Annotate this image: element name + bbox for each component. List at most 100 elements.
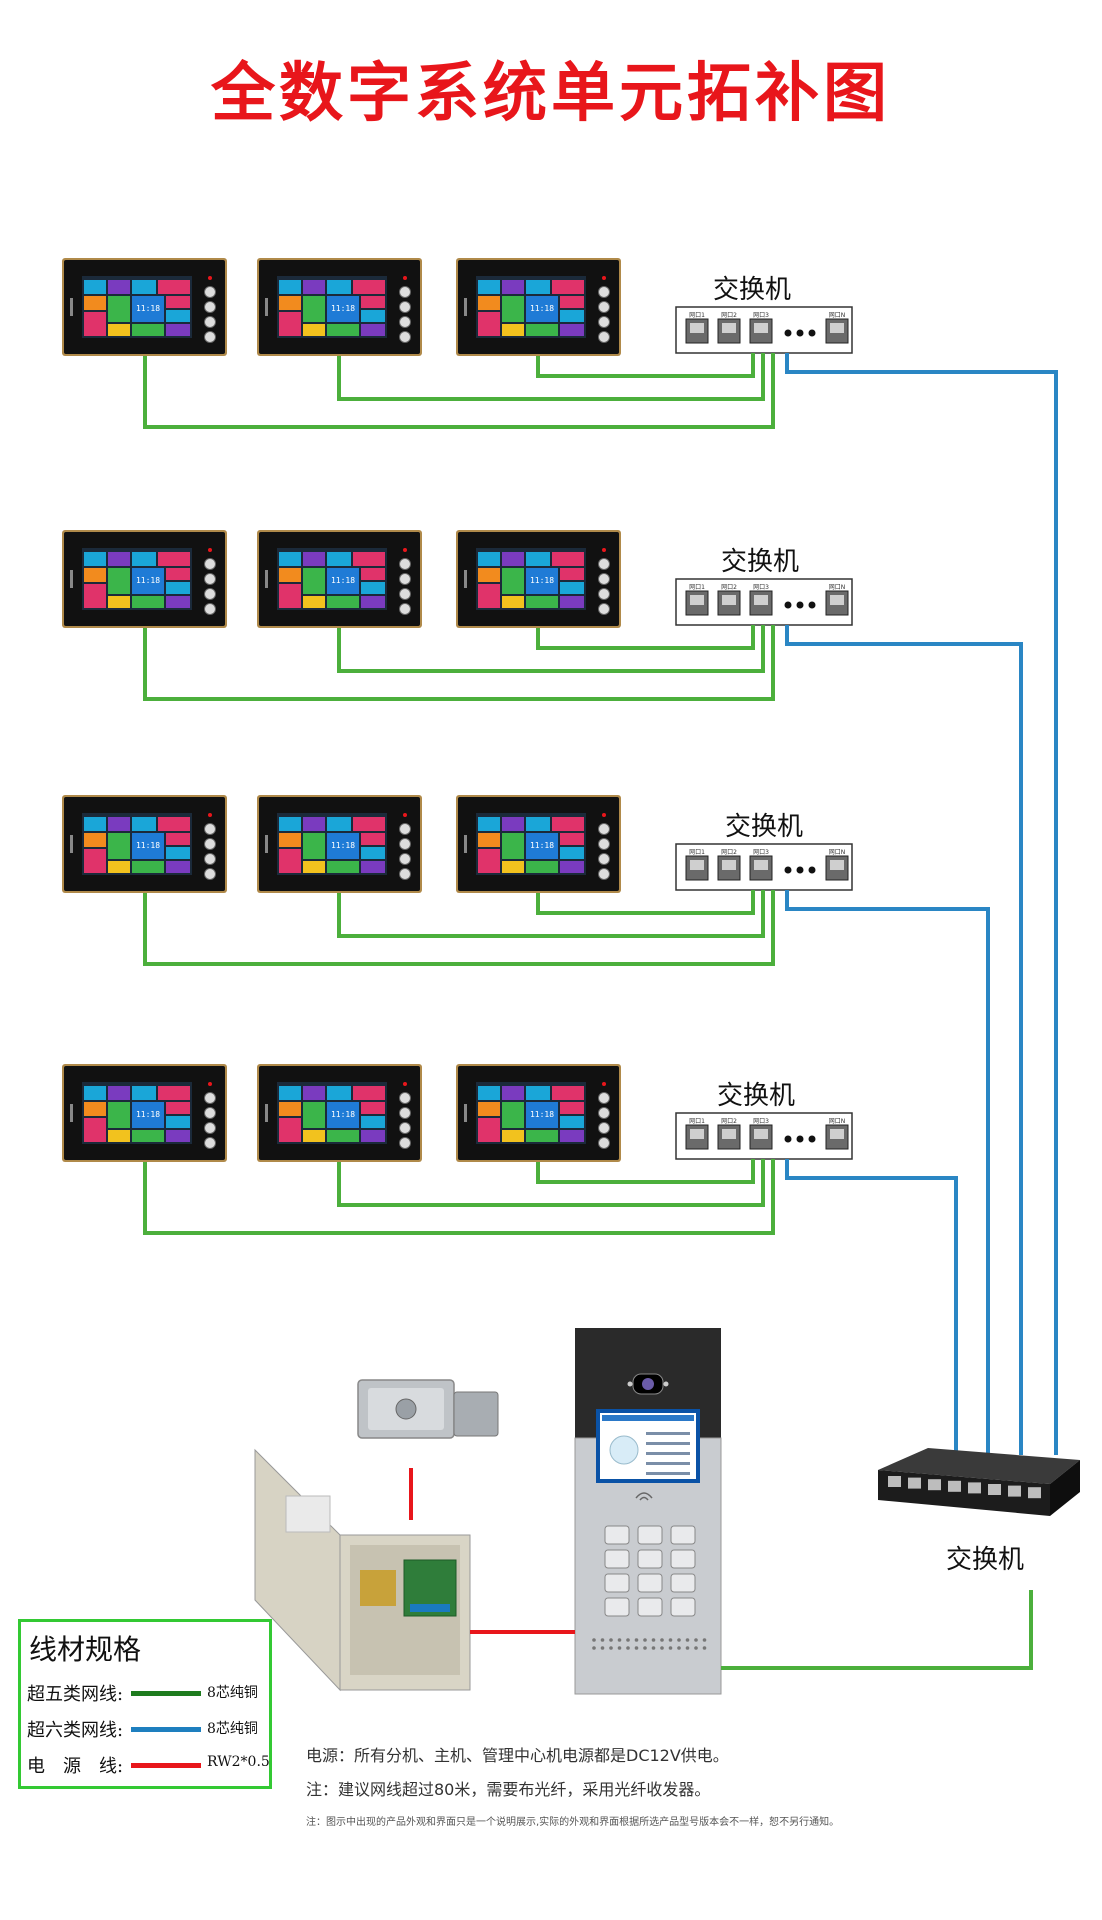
monitor-mic bbox=[464, 570, 467, 588]
legend-line-cat6 bbox=[131, 1727, 201, 1732]
monitor-clock: 11:18 bbox=[136, 1110, 160, 1119]
rj45-port-inner bbox=[722, 860, 736, 870]
monitor-tile bbox=[478, 849, 500, 873]
port-label: 网口N bbox=[829, 584, 846, 591]
monitor-tile bbox=[502, 552, 524, 566]
monitor-tile bbox=[502, 280, 524, 294]
legend-title: 线材规格 bbox=[29, 1633, 142, 1666]
screen-header bbox=[602, 1415, 694, 1421]
rj45-port-inner bbox=[754, 1129, 768, 1139]
monitor-tile bbox=[108, 552, 130, 566]
monitor-tile bbox=[303, 296, 325, 322]
monitor-tile bbox=[279, 833, 301, 847]
indoor-monitor: 11:18 bbox=[456, 258, 621, 356]
ellipsis-dot bbox=[796, 866, 804, 874]
monitor-tile bbox=[108, 1102, 130, 1128]
ellipsis-dot bbox=[808, 601, 816, 609]
switch-label: 交换机 bbox=[717, 1081, 795, 1111]
wire-spec-legend: 线材规格 超五类网线: 8芯纯铜 超六类网线: 8芯纯铜 电 源 线: RW2*… bbox=[18, 1619, 272, 1789]
monitor-tile bbox=[327, 552, 351, 566]
monitor-tile bbox=[478, 280, 500, 294]
monitor-mic bbox=[265, 835, 268, 853]
monitor-tile bbox=[560, 310, 584, 322]
port-label: 网口2 bbox=[721, 312, 737, 319]
cat5-wire bbox=[536, 353, 755, 378]
monitor-led bbox=[403, 276, 407, 280]
speaker-hole bbox=[643, 1646, 647, 1650]
monitor-clock: 11:18 bbox=[331, 1110, 355, 1119]
speaker-hole bbox=[685, 1638, 690, 1642]
monitor-tile bbox=[526, 596, 558, 608]
monitor-tile bbox=[303, 1130, 325, 1142]
speaker-hole bbox=[617, 1638, 622, 1642]
rj45-port-inner bbox=[722, 595, 736, 605]
cat5-wire bbox=[337, 353, 765, 401]
lock-cylinder bbox=[395, 1398, 417, 1420]
speaker-hole bbox=[634, 1646, 639, 1650]
monitor-tile bbox=[166, 582, 190, 594]
rj45-port-inner bbox=[722, 1129, 736, 1139]
monitor-button bbox=[399, 588, 411, 600]
monitor-tile bbox=[502, 296, 524, 322]
monitor-button bbox=[204, 1122, 216, 1134]
monitor-button bbox=[204, 573, 216, 585]
monitor-tile bbox=[478, 1118, 500, 1142]
speaker-hole bbox=[694, 1638, 698, 1642]
monitor-tile bbox=[279, 817, 301, 831]
monitor-tile bbox=[502, 568, 524, 594]
monitor-tile bbox=[84, 552, 106, 566]
speaker-hole bbox=[694, 1646, 698, 1650]
monitor-button bbox=[399, 286, 411, 298]
monitor-clock: 11:18 bbox=[331, 304, 355, 313]
rj45-port-inner bbox=[830, 595, 844, 605]
port-label: 网口1 bbox=[689, 849, 705, 856]
monitor-tile bbox=[327, 1086, 351, 1100]
rj45-port-inner bbox=[690, 595, 704, 605]
monitor-tile bbox=[303, 833, 325, 859]
port-label: 网口3 bbox=[753, 584, 769, 591]
keypad-key bbox=[604, 1573, 630, 1593]
monitor-tile bbox=[560, 324, 584, 336]
monitor-tile bbox=[502, 861, 524, 873]
monitor-tile bbox=[132, 1130, 164, 1142]
psu-transformer bbox=[360, 1570, 396, 1606]
monitor-tile bbox=[361, 861, 385, 873]
ellipsis-dot bbox=[784, 1135, 792, 1143]
main-switch-port bbox=[908, 1477, 921, 1489]
monitor-tile bbox=[526, 280, 550, 294]
cat6-wire bbox=[785, 890, 990, 1455]
speaker-hole bbox=[634, 1638, 639, 1642]
port-label: 网口2 bbox=[721, 584, 737, 591]
keypad-key bbox=[670, 1573, 696, 1593]
speaker-hole bbox=[651, 1638, 656, 1642]
monitor-button bbox=[399, 838, 411, 850]
monitor-tile bbox=[166, 324, 190, 336]
cat6-wire bbox=[785, 1159, 958, 1455]
keypad-key bbox=[670, 1549, 696, 1569]
monitor-tile bbox=[132, 1102, 164, 1128]
monitor-tile bbox=[303, 1102, 325, 1128]
rj45-port-inner bbox=[690, 1129, 704, 1139]
monitor-tile bbox=[327, 833, 359, 859]
monitor-mic bbox=[265, 570, 268, 588]
monitor-tile bbox=[478, 296, 500, 310]
port-label: 网口1 bbox=[689, 584, 705, 591]
monitor-button bbox=[399, 1122, 411, 1134]
monitor-tile bbox=[327, 1102, 359, 1128]
monitor-tile bbox=[166, 596, 190, 608]
monitor-tile bbox=[303, 552, 325, 566]
monitor-tile bbox=[560, 833, 584, 845]
rj45-port-inner bbox=[830, 860, 844, 870]
monitor-button bbox=[204, 316, 216, 328]
monitor-tile bbox=[502, 817, 524, 831]
monitor-clock: 11:18 bbox=[530, 304, 554, 313]
monitor-led bbox=[208, 276, 212, 280]
monitor-tile bbox=[478, 584, 500, 608]
monitor-tile bbox=[108, 296, 130, 322]
monitor-button bbox=[598, 1137, 610, 1149]
monitor-tile bbox=[108, 861, 130, 873]
switch-label: 交换机 bbox=[725, 812, 803, 842]
keypad-key bbox=[637, 1573, 663, 1593]
port-label: 网口3 bbox=[753, 1118, 769, 1125]
